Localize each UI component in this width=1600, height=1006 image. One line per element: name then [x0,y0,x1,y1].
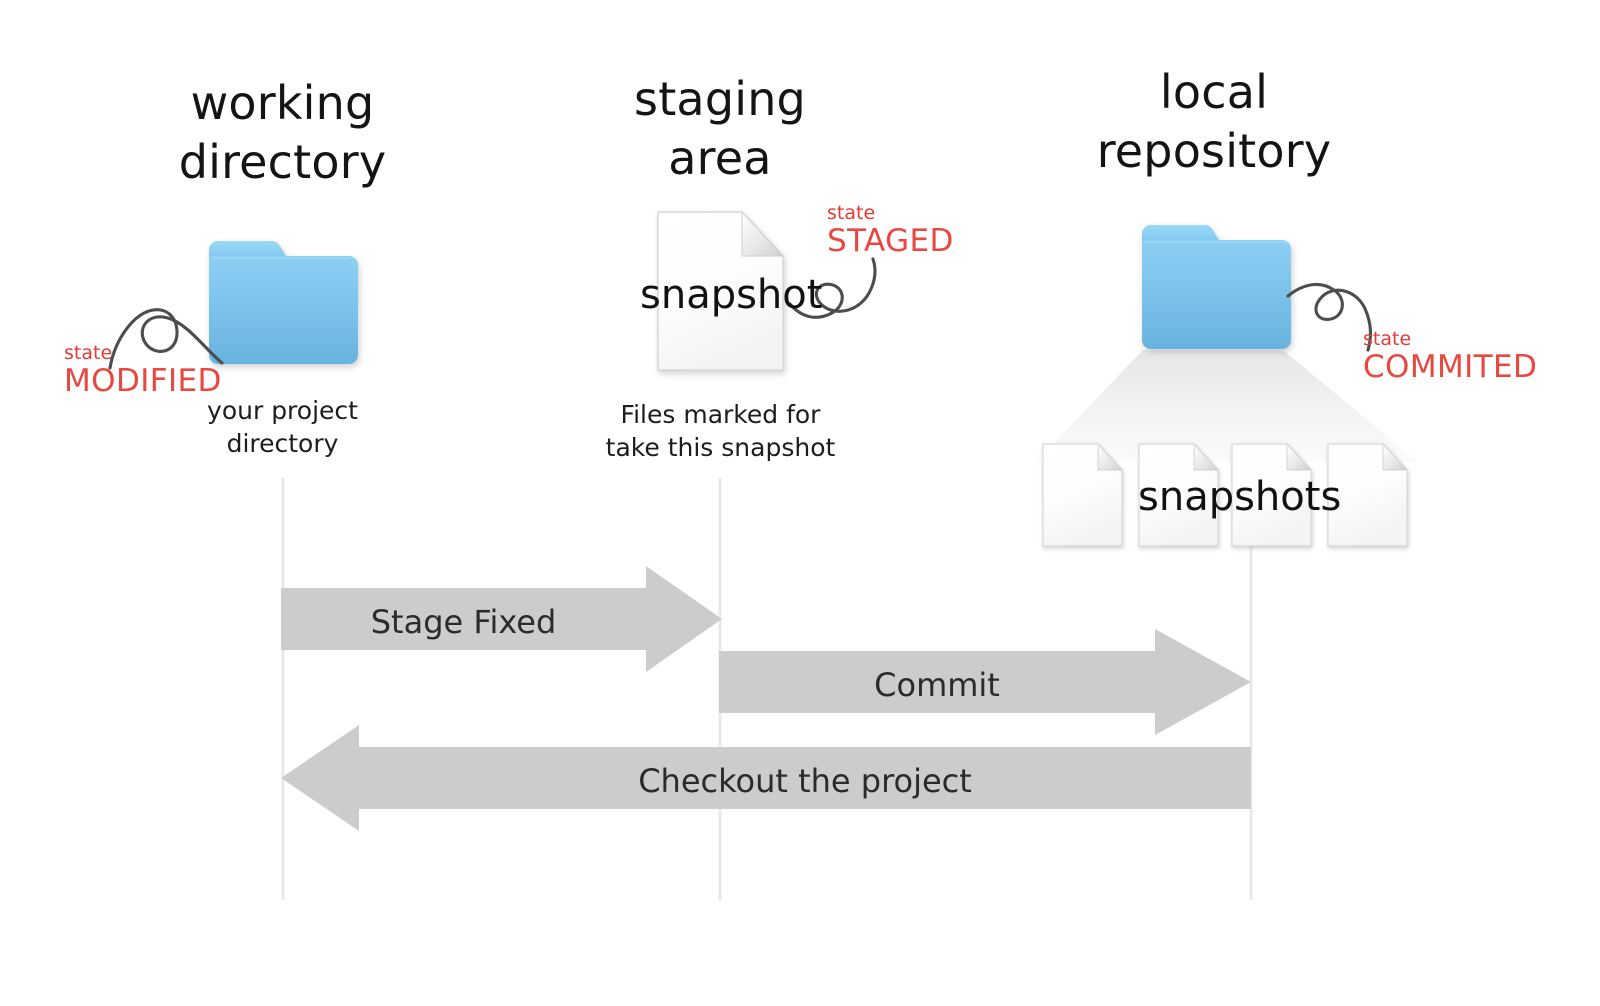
arrow-stage-fixed [281,566,722,672]
column-title-line1: local [1159,65,1269,119]
repo-beam [1036,350,1418,462]
snapshot-document [1138,442,1220,547]
state-badge-staged: state STAGED [827,202,954,259]
state-badge-modified: state MODIFIED [64,342,222,399]
snapshot-documents [1042,442,1409,547]
snapshot-document [1042,442,1124,547]
snapshot-label: snapshot [640,272,823,318]
state-label: state [827,202,876,224]
state-label: state [64,342,113,364]
arrow-commit [719,629,1251,735]
state-label: state [1363,328,1412,350]
column-title-line2: area [668,130,772,185]
state-connector-commited [1286,282,1372,352]
arrow-checkout-the-project [281,725,1251,831]
document-icon [657,210,785,371]
state-value: STAGED [827,222,954,259]
arrow-label-stage-fixed: Stage Fixed [370,603,557,641]
snapshots-label: snapshots [1138,474,1342,520]
arrow-label-commit: Commit [874,666,1000,704]
caption-staging-area: Files marked for take this snapshot [588,398,853,464]
column-title-line2: directory [178,134,387,189]
state-connector-modified [108,308,224,370]
column-title-line1: working [190,76,375,130]
arrow-label-checkout: Checkout the project [638,762,972,800]
folder-icon-repo [1142,225,1291,349]
state-badge-commited: state COMMITED [1363,328,1538,385]
snapshot-document [1231,442,1313,547]
lifeline-local-repository [1249,478,1253,900]
folder-icon [209,241,358,364]
caption-line2: directory [226,429,339,458]
snapshot-document [1327,442,1409,547]
caption-working-directory: your project directory [150,394,415,460]
caption-line1: your project [207,396,358,425]
lifeline-working-directory [281,478,285,900]
column-title-line2: repository [1096,123,1332,178]
state-value: COMMITED [1363,348,1538,385]
column-title-working-directory: working directory [110,74,455,192]
column-title-local-repository: local repository [1043,63,1385,181]
caption-line2: take this snapshot [605,433,836,462]
state-connector-staged [788,257,877,319]
column-title-staging-area: staging area [550,70,890,188]
caption-line1: Files marked for [620,400,821,429]
column-title-line1: staging [634,72,806,126]
state-value: MODIFIED [64,362,222,399]
